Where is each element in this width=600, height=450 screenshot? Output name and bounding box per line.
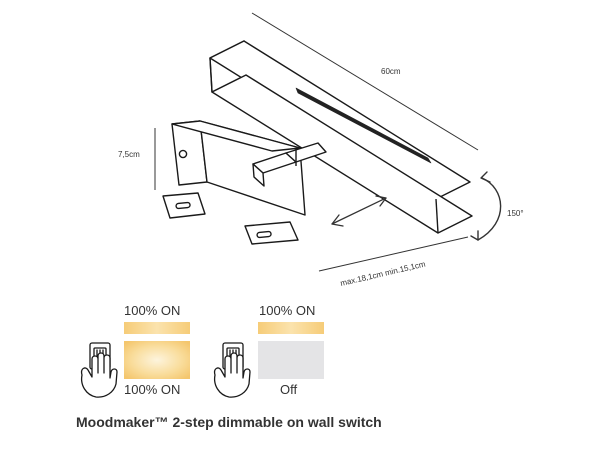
mounting-box [162, 120, 306, 245]
height-label: 7,5cm [118, 150, 140, 159]
connector-arm [252, 142, 327, 187]
diffuser-slot [295, 87, 432, 164]
moodmaker-caption: Moodmaker™ 2-step dimmable on wall switc… [76, 414, 382, 430]
left-bottom-light-swatch [124, 341, 190, 379]
left-top-state-label: 100% ON [124, 303, 181, 318]
right-top-light-swatch [258, 322, 324, 334]
reach-dimension-line [318, 236, 469, 272]
slide-arrow-icon [331, 195, 387, 227]
left-bottom-state-label: 100% ON [124, 382, 181, 397]
hand-switch-icon-right [213, 342, 251, 398]
right-top-state-label: 100% ON [259, 303, 316, 318]
flange-hole-right [256, 230, 272, 239]
dimension-lines [154, 12, 479, 272]
screw-hole-icon [178, 149, 188, 159]
right-bottom-state-label: Off [280, 382, 298, 397]
flange-hole-left [175, 201, 191, 210]
hand-switch-icon-left [80, 342, 118, 398]
right-bottom-off-swatch [258, 341, 324, 379]
light-bar [209, 40, 473, 234]
left-top-light-swatch [124, 322, 190, 334]
rotation-label: 150° [507, 209, 524, 218]
length-label: 60cm [381, 67, 401, 76]
length-dimension-line [251, 12, 479, 151]
rotation-arrow-icon [470, 171, 502, 241]
